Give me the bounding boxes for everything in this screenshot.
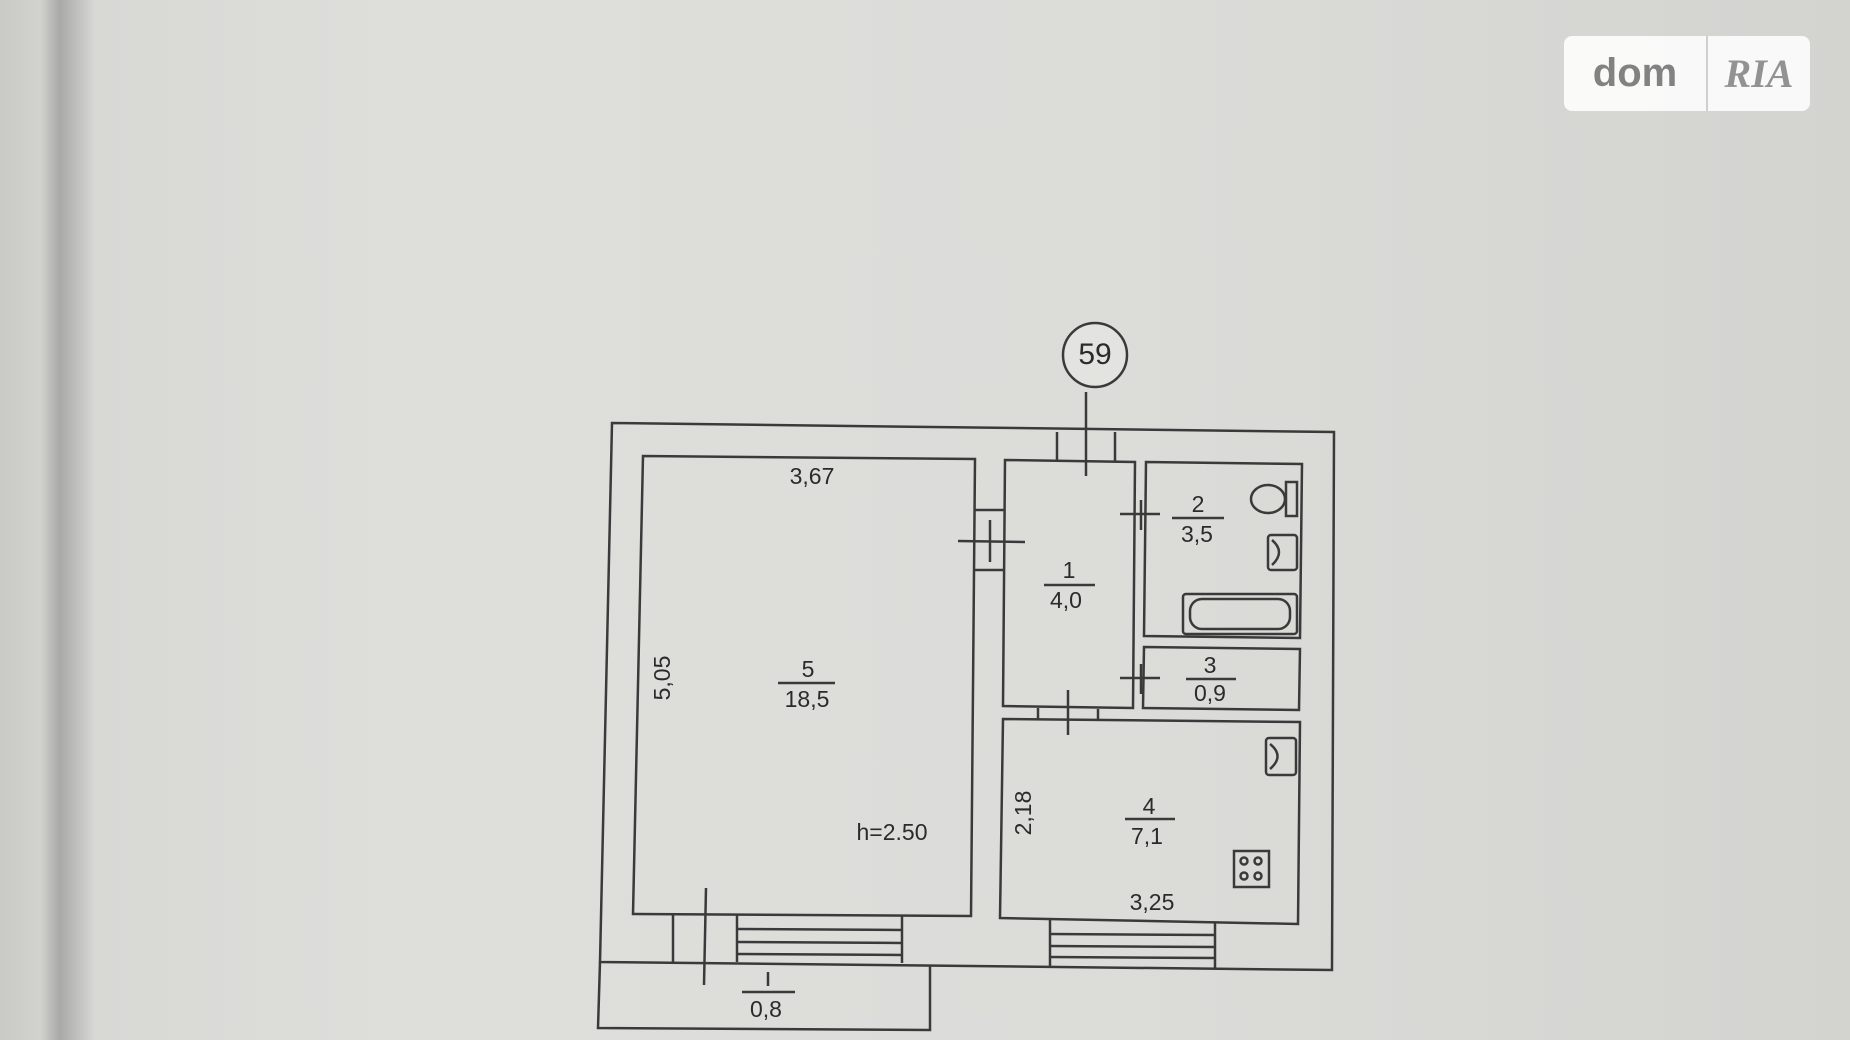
door-room5-room1 xyxy=(975,508,1005,572)
room1-number: 1 xyxy=(1063,557,1076,583)
balcony-number: I xyxy=(765,964,771,990)
window-room4 xyxy=(1048,920,1217,969)
ceiling-height: h=2.50 xyxy=(857,819,928,845)
window-room5 xyxy=(671,887,904,986)
balcony-area: 0,8 xyxy=(750,996,782,1022)
entrance-door xyxy=(1055,432,1117,461)
room3-area: 0,9 xyxy=(1194,680,1226,706)
toilet-icon xyxy=(1249,480,1299,518)
kitchen-sink-icon xyxy=(1264,736,1298,777)
bathtub-icon xyxy=(1181,592,1299,636)
room5-number: 5 xyxy=(802,656,815,682)
room4-outline xyxy=(998,717,1302,926)
watermark-ria-logo: RIA xyxy=(1724,51,1794,96)
bathroom-sink-icon xyxy=(1266,533,1299,572)
stove-icon xyxy=(1232,849,1271,889)
room5-length-dimension: 5,05 xyxy=(649,656,675,701)
room1-outline xyxy=(1001,458,1137,710)
door-room1-room4 xyxy=(1036,708,1100,720)
room2-area: 3,5 xyxy=(1181,521,1213,547)
room2-outline xyxy=(1142,460,1304,640)
room5-outline xyxy=(631,454,977,918)
room3-outline xyxy=(1141,645,1302,712)
room1-area: 4,0 xyxy=(1050,587,1082,613)
outer-wall xyxy=(598,421,1336,972)
watermark-dom-text: dom xyxy=(1564,36,1708,111)
room4-length-dimension: 2,18 xyxy=(1010,791,1036,836)
room5-width-dimension: 3,67 xyxy=(790,463,835,489)
balcony-outline xyxy=(596,961,932,1032)
apartment-number: 59 xyxy=(1078,338,1111,371)
room4-number: 4 xyxy=(1143,793,1156,819)
room3-number: 3 xyxy=(1204,652,1217,678)
room4-width-dimension: 3,25 xyxy=(1130,889,1175,915)
room4-area: 7,1 xyxy=(1131,823,1163,849)
room5-area: 18,5 xyxy=(785,686,830,712)
room2-number: 2 xyxy=(1192,491,1205,517)
dom-ria-watermark: dom RIA xyxy=(1564,36,1810,111)
apartment-number-circle xyxy=(1061,321,1129,389)
